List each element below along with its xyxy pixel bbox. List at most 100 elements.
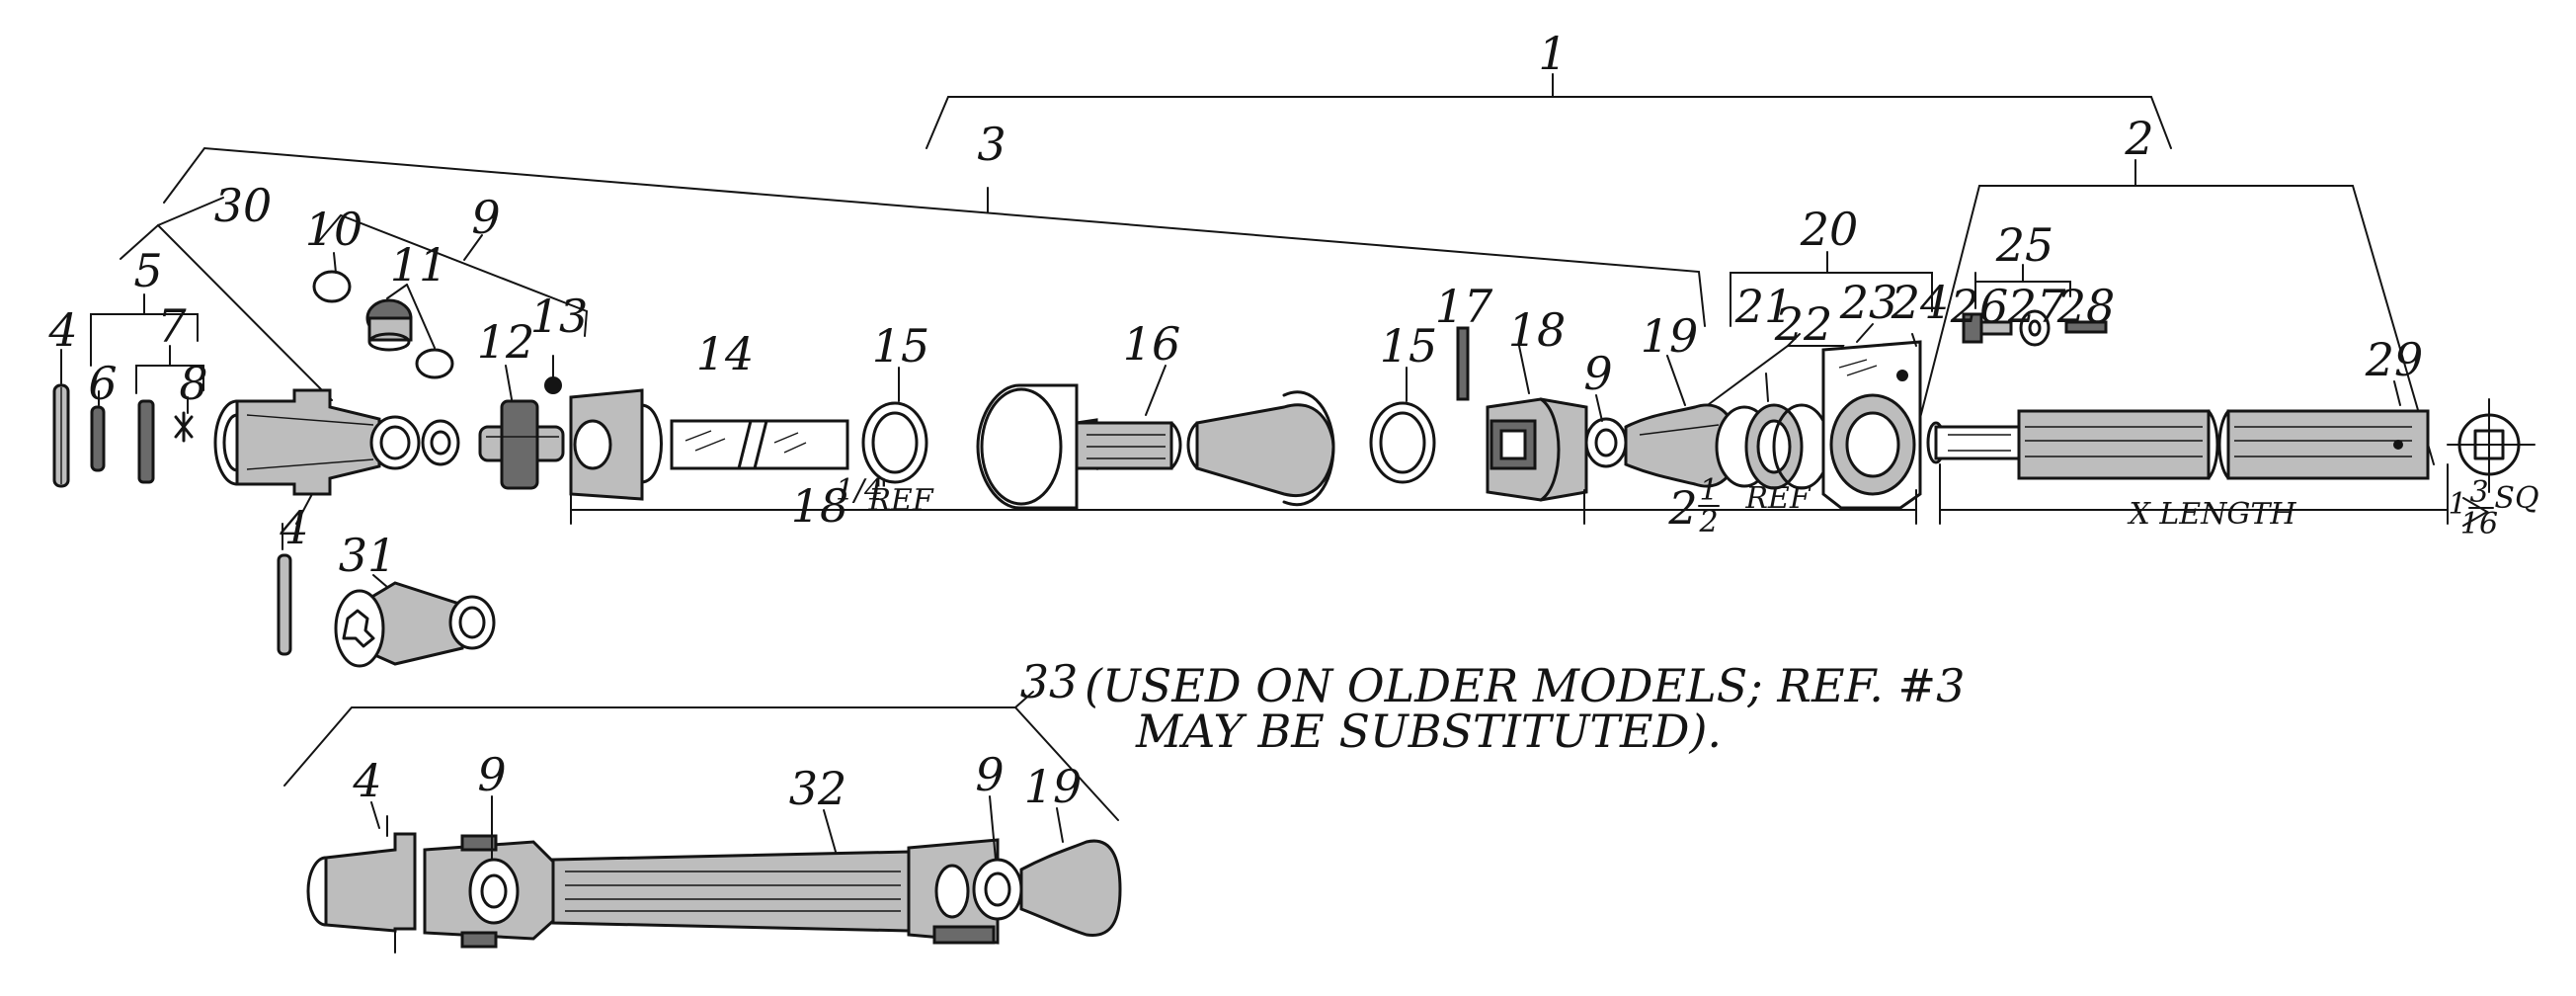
part-31-splined-yoke	[334, 574, 496, 668]
dim-1-num: 3	[2469, 475, 2488, 510]
dimension-text: 18 1/4 " REF 2 1 2 REF X LENGTH 1 3 16 S…	[791, 473, 2539, 541]
leader-33	[1014, 691, 1034, 708]
callout-19: 19	[1641, 309, 1699, 363]
part-28-pin	[2064, 320, 2108, 334]
part-13-grease-fitting	[544, 355, 562, 394]
part-15-retaining-ring	[861, 401, 928, 484]
part-12-cross-spider	[478, 365, 565, 490]
callout-numbers: 1 3 2 30 9 5 7 10 11 12 13 14 15 16 15 1…	[47, 27, 2423, 815]
callout-24: 24	[1891, 276, 1950, 329]
callout-5: 5	[133, 244, 162, 297]
callout-31: 31	[339, 529, 397, 582]
callout-1: 1	[1538, 27, 1567, 80]
part-27-washer	[2019, 309, 2051, 347]
dim-2-num: 1	[1699, 473, 1718, 508]
callout-23: 23	[1839, 276, 1898, 329]
bracket-33	[283, 706, 1119, 821]
callout-9-right: 9	[1583, 347, 1612, 400]
dim-1-whole: 1	[2448, 487, 2466, 522]
callout-15-left: 15	[872, 319, 930, 373]
lower-part-4-yoke	[306, 815, 417, 954]
dimension-lines	[570, 463, 2489, 527]
callout-18: 18	[1508, 303, 1567, 357]
part-14-inner-yoke-tube	[569, 388, 849, 501]
bracket-20	[1730, 272, 1933, 327]
part-2-outer-tube	[1926, 380, 2430, 480]
callout-20: 20	[1800, 203, 1859, 256]
part-11-bearing-cup	[365, 284, 454, 379]
callout-11: 11	[390, 238, 448, 291]
callout-10: 10	[305, 203, 363, 256]
leader-22	[1787, 333, 1801, 347]
bracket-2	[1907, 185, 2435, 465]
callout-32: 32	[789, 762, 847, 815]
dim-1-den: 16	[2460, 507, 2498, 541]
callout-3: 3	[977, 118, 1006, 171]
dim-2-den: 2	[1698, 505, 1718, 540]
bracket-9	[317, 213, 589, 337]
part-9-bearing-ring	[421, 419, 460, 466]
callout-21: 21	[1734, 280, 1794, 333]
leader-30	[157, 197, 224, 226]
callout-16: 16	[1123, 317, 1181, 371]
bracket-22-23	[1700, 345, 1845, 411]
note-line-1: (USED ON OLDER MODELS; REF. #3	[1085, 659, 1965, 712]
group-brackets	[90, 73, 2435, 821]
callout-30: 30	[214, 179, 273, 232]
callout-29: 29	[2365, 333, 2424, 386]
lower-assembly-33	[306, 795, 1122, 954]
lower-part-9-cross-right	[907, 838, 1023, 945]
callout-9-top: 9	[471, 191, 500, 244]
callout-6: 6	[88, 357, 117, 410]
callout-2: 2	[2124, 112, 2153, 165]
callout-leaders	[60, 252, 1976, 550]
leader-lower-9b	[989, 795, 997, 861]
top-assembly	[52, 270, 2536, 668]
dim-18-fraction: 1/4	[836, 473, 883, 508]
callout-13: 13	[530, 290, 589, 343]
callout-27: 27	[2007, 280, 2066, 333]
part-4-spring-pin	[52, 383, 70, 488]
leader-9	[463, 234, 483, 261]
part-9-bearing-ring-right	[1584, 394, 1628, 468]
callout-8: 8	[179, 357, 207, 410]
part-17-bolt	[1456, 326, 1470, 401]
callout-33: 33	[1020, 655, 1079, 708]
callout-4-lower: 4	[352, 754, 381, 807]
callout-9-lower-left: 9	[477, 748, 506, 801]
lower-part-19-yoke	[1019, 807, 1122, 937]
part-7-pin	[137, 399, 155, 484]
dim-2-ref: REF	[1744, 481, 1811, 516]
part-23-bearing-housing	[1821, 323, 1922, 510]
dim-18-whole: 18	[791, 479, 849, 533]
dim-18-ref: REF	[867, 483, 933, 518]
substitution-note: (USED ON OLDER MODELS; REF. #3 MAY BE SU…	[1085, 659, 1965, 758]
lower-part-32-tube	[551, 809, 911, 933]
part-30-yoke-coupler	[213, 388, 421, 525]
part-15-retaining-ring-right	[1369, 401, 1436, 484]
callout-19-lower: 19	[1024, 760, 1083, 813]
callout-26: 26	[1950, 280, 2009, 333]
part-end-view-square	[2447, 398, 2536, 493]
callout-28: 28	[2056, 280, 2116, 333]
part-6-pin	[90, 405, 106, 472]
part-8-ball	[174, 411, 194, 443]
dim-18-unit: "	[874, 473, 888, 508]
leader-lower-4	[370, 801, 380, 829]
callout-17: 17	[1435, 280, 1493, 333]
part-16-shield	[976, 383, 1335, 510]
dim-1-sq: SQ	[2494, 481, 2538, 516]
part-24-fitting	[1911, 333, 1917, 347]
callout-9-lower-right: 9	[975, 748, 1004, 801]
dim-2-whole: 2	[1667, 481, 1697, 535]
bracket-3	[163, 146, 1706, 327]
part-26-bolt	[1962, 312, 2013, 344]
callout-4-left: 4	[47, 303, 77, 357]
dim-x-length: X LENGTH	[2127, 497, 2296, 532]
lower-part-9-cross-left	[423, 834, 555, 949]
callout-22: 22	[1774, 297, 1833, 351]
callout-25: 25	[1995, 218, 2054, 272]
callout-12: 12	[477, 315, 535, 369]
